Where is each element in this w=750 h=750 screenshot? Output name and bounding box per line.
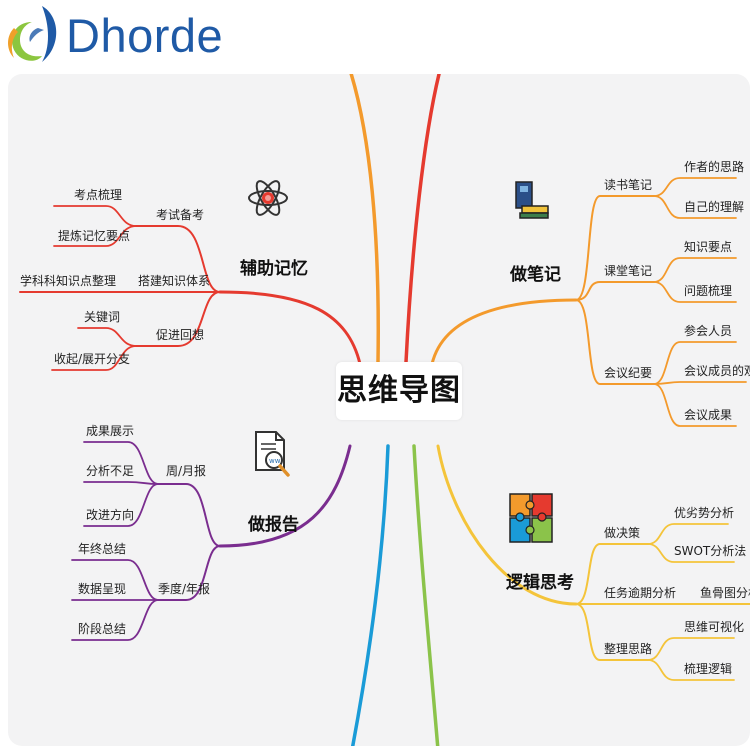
branch-title-aux-memory[interactable]: 辅助记忆 <box>240 259 308 279</box>
node-organize-thoughts[interactable]: 整理思路 <box>604 642 653 656</box>
node-own-understanding[interactable]: 自己的理解 <box>684 200 745 214</box>
node-member-views[interactable]: 会议成员的观点 <box>684 364 750 378</box>
node-swot[interactable]: SWOT分析法 <box>674 544 747 558</box>
node-weekly-monthly[interactable]: 周/月报 <box>166 464 207 478</box>
brand-name: Dhorde <box>66 9 224 62</box>
node-key-points[interactable]: 考点梳理 <box>74 188 123 202</box>
node-improvement[interactable]: 改进方向 <box>86 508 135 522</box>
node-reading-notes[interactable]: 读书笔记 <box>604 178 653 192</box>
node-data-present[interactable]: 数据呈现 <box>78 582 127 596</box>
center-node[interactable]: 思维导图 <box>336 362 462 420</box>
node-decision[interactable]: 做决策 <box>604 526 641 540</box>
node-author-idea[interactable]: 作者的思路 <box>684 160 745 174</box>
branch-title-logic[interactable]: 逻辑思考 <box>506 573 574 593</box>
node-promote-recall[interactable]: 促进回想 <box>156 328 205 342</box>
node-logic-sort[interactable]: 梳理逻辑 <box>684 662 733 676</box>
node-overdue-analysis[interactable]: 任务逾期分析 <box>604 586 677 600</box>
svg-text:ww: ww <box>269 457 281 465</box>
node-memory-points[interactable]: 提炼记忆要点 <box>58 229 131 243</box>
branch-title-notes[interactable]: 做笔记 <box>510 265 561 285</box>
mindmap-panel: 辅助记忆 考试备考 考点梳理 提炼记忆要点 搭建知识体系 学科科知识点整理 促进… <box>8 74 750 746</box>
node-shortcomings[interactable]: 分析不足 <box>86 464 135 478</box>
node-meeting-minutes[interactable]: 会议纪要 <box>604 366 653 380</box>
node-knowledge-system[interactable]: 搭建知识体系 <box>138 274 211 288</box>
node-attendees[interactable]: 参会人员 <box>684 324 733 338</box>
node-question-sort[interactable]: 问题梳理 <box>684 284 733 298</box>
atom-icon <box>248 180 288 216</box>
node-collapse-expand[interactable]: 收起/展开分支 <box>54 352 131 366</box>
node-fishbone[interactable]: 鱼骨图分析法 <box>700 586 750 600</box>
node-results-show[interactable]: 成果展示 <box>86 424 135 438</box>
node-knowledge-points[interactable]: 知识要点 <box>684 240 733 254</box>
books-icon <box>515 181 549 219</box>
node-meeting-results[interactable]: 会议成果 <box>684 408 733 422</box>
node-keywords[interactable]: 关键词 <box>84 310 121 324</box>
brand-header: Dhorde <box>0 0 300 72</box>
branch-title-report[interactable]: 做报告 <box>248 515 299 535</box>
center-title: 思维导图 <box>337 373 461 408</box>
puzzle-icon <box>509 493 553 543</box>
node-stage-summary[interactable]: 阶段总结 <box>78 622 127 636</box>
branch-lines <box>19 74 750 746</box>
node-year-end[interactable]: 年终总结 <box>78 542 127 556</box>
dhorde-logo-icon <box>8 6 57 62</box>
node-visualize[interactable]: 思维可视化 <box>684 620 745 634</box>
node-pros-cons[interactable]: 优劣势分析 <box>674 506 735 520</box>
node-exam-prep[interactable]: 考试备考 <box>156 208 205 222</box>
node-subject-knowledge[interactable]: 学科科知识点整理 <box>20 274 117 288</box>
node-quarterly-annual[interactable]: 季度/年报 <box>158 582 211 596</box>
node-class-notes[interactable]: 课堂笔记 <box>604 264 653 278</box>
report-magnifier-icon: ww <box>255 431 290 477</box>
